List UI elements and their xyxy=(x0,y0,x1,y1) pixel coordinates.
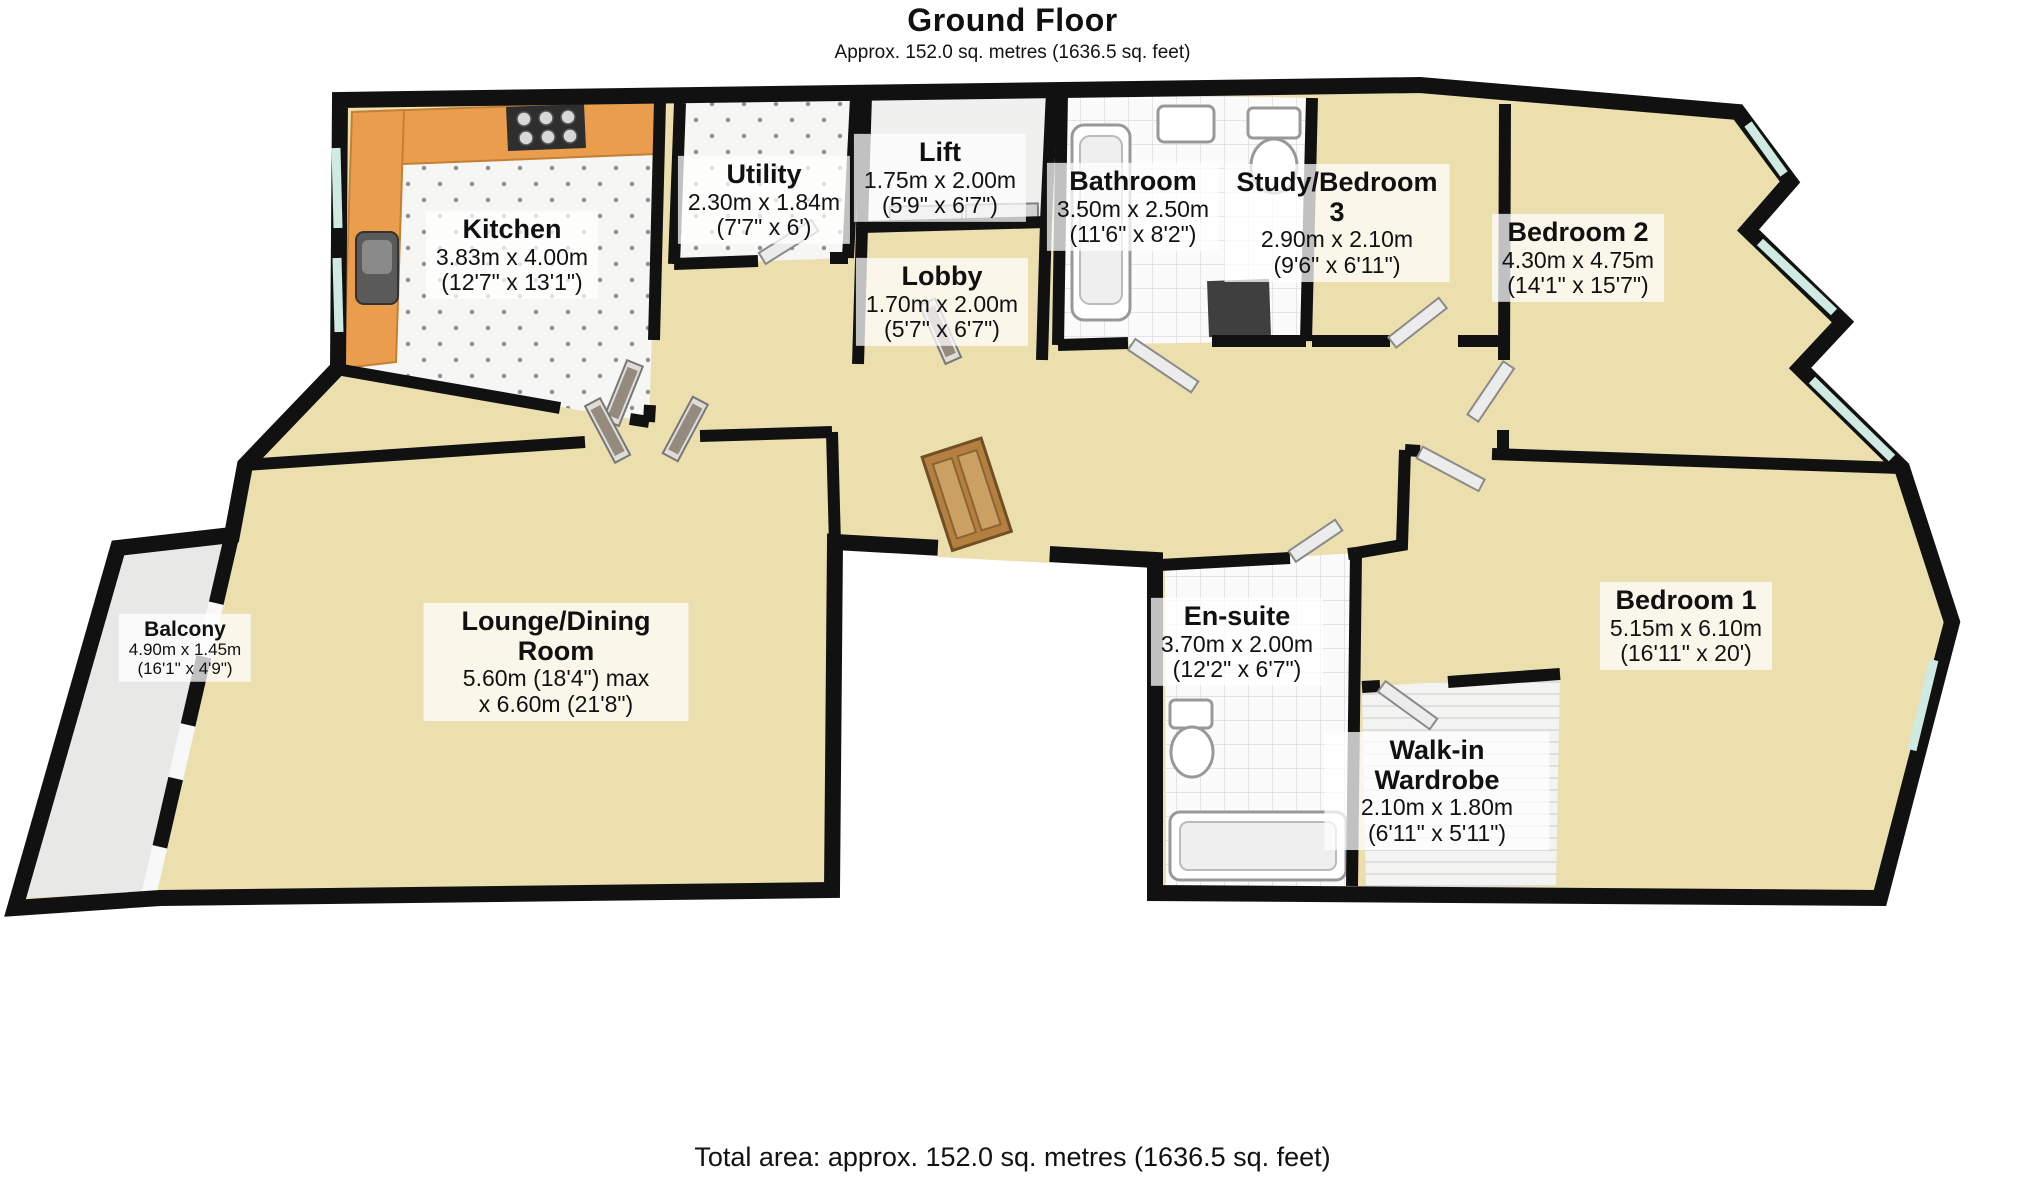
room-label-study-bedroom3: Study/Bedroom 3 2.90m x 2.10m (9'6" x 6'… xyxy=(1224,164,1450,282)
room-name: Lobby xyxy=(901,260,983,291)
study-door xyxy=(1386,296,1449,349)
room-name: Balcony xyxy=(144,617,226,641)
room-dims-metric: 3.83m x 4.00m xyxy=(435,243,589,270)
room-dims-imperial: (12'2" x 6'7") xyxy=(1172,655,1302,682)
room-dims-imperial: (6'11" x 5'11") xyxy=(1367,819,1507,846)
outer-walls xyxy=(4,76,1961,917)
room-label-bedroom1: Bedroom 1 5.15m x 6.10m (16'11" x 20') xyxy=(1599,581,1773,671)
ensuite-door xyxy=(1287,518,1344,564)
room-dims-metric: 2.10m x 1.80m xyxy=(1360,794,1514,821)
room-dims-imperial: (5'7" x 6'7") xyxy=(884,315,1000,342)
room-name: Kitchen xyxy=(462,213,562,244)
room-label-walkin-wardrobe: Walk-in Wardrobe 2.10m x 1.80m (6'11" x … xyxy=(1324,732,1550,850)
room-dims-metric: 3.70m x 2.00m xyxy=(1160,630,1314,657)
page-subtitle: Approx. 152.0 sq. metres (1636.5 sq. fee… xyxy=(834,42,1191,63)
ensuite-bath-inner xyxy=(1179,821,1337,871)
toilet-tank xyxy=(1246,106,1302,140)
room-name: Study/Bedroom 3 xyxy=(1236,167,1438,227)
room-label-bedroom2: Bedroom 2 4.30m x 4.75m (14'1" x 15'7") xyxy=(1491,213,1665,303)
front-entrance xyxy=(920,436,1051,563)
room-name: Bedroom 2 xyxy=(1507,216,1649,247)
room-label-lobby: Lobby 1.70m x 2.00m (5'7" x 6'7") xyxy=(855,257,1029,347)
room-dims-metric: 3.50m x 2.50m xyxy=(1056,195,1210,222)
lounge-door-left xyxy=(583,396,632,465)
room-name: En-suite xyxy=(1183,600,1291,631)
hob-burners xyxy=(516,109,578,146)
bedroom2-window2-icon xyxy=(1756,238,1838,316)
bedroom1-window2-icon xyxy=(1907,658,1939,752)
bathroom-radiator xyxy=(1207,278,1271,338)
room-label-lounge-dining: Lounge/Dining Room 5.60m (18'4") max x 6… xyxy=(423,603,689,721)
room-label-kitchen: Kitchen 3.83m x 4.00m (12'7" x 13'1") xyxy=(425,210,599,300)
bedroom1-window-icon xyxy=(1808,376,1896,462)
room-dims-imperial: (9'6" x 6'11") xyxy=(1273,251,1401,278)
room-dims-imperial: (7'7" x 6') xyxy=(716,213,812,240)
room-dims-metric: 4.30m x 4.75m xyxy=(1501,246,1655,273)
room-label-lift: Lift 1.75m x 2.00m (5'9" x 6'7") xyxy=(853,133,1027,223)
window-glass xyxy=(331,121,1939,752)
front-door xyxy=(920,436,1014,553)
room-name: Walk-in Wardrobe xyxy=(1374,735,1500,795)
kitchen-window-icon xyxy=(331,147,343,229)
room-dims-metric: 2.90m x 2.10m xyxy=(1260,226,1414,253)
room-dims-metric: 4.90m x 1.45m xyxy=(128,639,242,659)
room-dims-imperial: (11'6" x 8'2") xyxy=(1069,220,1197,247)
room-name: Utility xyxy=(726,158,802,189)
room-name: Lounge/Dining Room xyxy=(461,606,651,666)
total-area-text: Total area: approx. 152.0 sq. metres (16… xyxy=(694,1142,1331,1172)
room-dims-imperial: (16'11" x 20') xyxy=(1620,639,1752,666)
room-label-bathroom: Bathroom 3.50m x 2.50m (11'6" x 8'2") xyxy=(1046,162,1220,252)
page-title: Ground Floor xyxy=(907,2,1118,38)
room-label-balcony: Balcony 4.90m x 1.45m (16'1" x 4'9") xyxy=(118,613,252,683)
room-name: Bedroom 1 xyxy=(1615,584,1757,615)
room-dims-metric: 1.70m x 2.00m xyxy=(865,290,1019,317)
room-dims-imperial: (12'7" x 13'1") xyxy=(441,268,583,295)
room-dims-imperial: (14'1" x 15'7") xyxy=(1507,271,1649,298)
room-dims-imperial: (5'9" x 6'7") xyxy=(882,191,998,218)
room-name: Bathroom xyxy=(1069,165,1197,196)
room-name: Lift xyxy=(919,136,961,167)
room-label-utility: Utility 2.30m x 1.84m (7'7" x 6') xyxy=(677,155,851,245)
ensuite-toilet-icon xyxy=(1169,725,1215,779)
room-dims-imperial: (16'1" x 4'9") xyxy=(137,658,233,678)
bedroom2-door xyxy=(1466,359,1516,424)
room-dims-metric: 5.60m (18'4") max xyxy=(462,665,650,692)
kitchen-window2-icon xyxy=(332,257,344,333)
kitchen-sink-bowl xyxy=(362,240,392,274)
bedroom1-door xyxy=(1415,445,1486,493)
bedroom2-window-icon xyxy=(1744,121,1788,177)
room-dims-metric: 5.15m x 6.10m xyxy=(1609,614,1763,641)
room-dims-metric: 1.75m x 2.00m xyxy=(863,166,1017,193)
ensuite-toilet-tank xyxy=(1168,698,1214,730)
balcony-window-wall xyxy=(140,533,240,900)
room-dims-metric: 2.30m x 1.84m xyxy=(687,188,841,215)
room-label-ensuite: En-suite 3.70m x 2.00m (12'2" x 6'7") xyxy=(1150,597,1324,687)
bathroom-door xyxy=(1126,337,1200,394)
lounge-door-right xyxy=(661,395,710,463)
bathroom-sink-icon xyxy=(1156,104,1216,144)
walkin-door xyxy=(1376,679,1439,731)
room-dims-imperial: x 6.60m (21'8") xyxy=(478,690,634,717)
